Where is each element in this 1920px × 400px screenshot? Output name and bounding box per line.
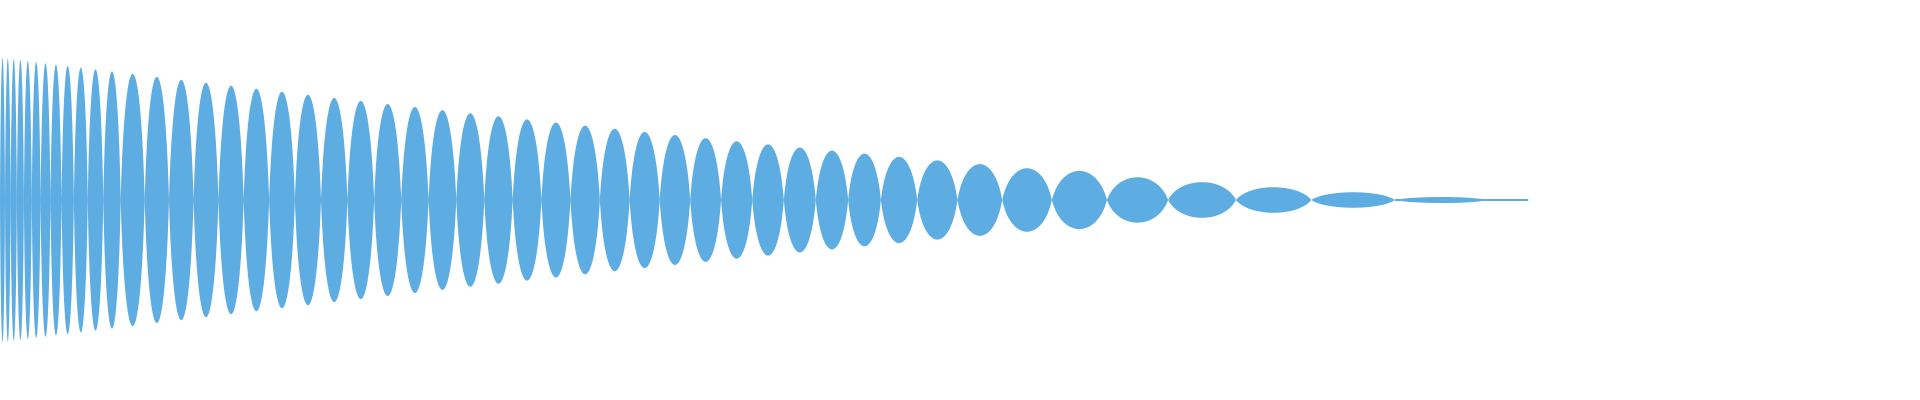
waveform-lobe (50, 64, 62, 336)
waveform-lobe (1002, 168, 1052, 232)
waveform-lobe (320, 97, 348, 303)
waveform-lobe (484, 116, 513, 284)
waveform-lobe (1235, 187, 1312, 213)
waveform-lobe (1168, 182, 1236, 218)
waveform-lobe (120, 73, 145, 327)
waveform-lobe (294, 94, 321, 306)
waveform-lobe (103, 71, 121, 329)
waveform-lobe (848, 153, 881, 247)
waveform-lobe (168, 79, 194, 321)
waveform-lobe (815, 150, 849, 250)
waveform-lobe (1311, 192, 1396, 208)
waveform-lobe (0, 57, 5, 343)
waveform-lobe (570, 125, 600, 275)
waveform-lobe (456, 113, 485, 287)
waveform-lobe (659, 135, 691, 265)
waveform-lobe (374, 103, 402, 297)
waveform-lobe (16, 60, 24, 340)
waveform-lobe (269, 91, 295, 309)
waveform-lobe (243, 88, 270, 312)
waveform-lobe (957, 164, 1003, 236)
waveform-lobe (193, 82, 219, 318)
waveform-lobe (144, 76, 169, 324)
waveform-lobe (783, 147, 816, 253)
waveform-lobe (10, 59, 17, 341)
waveform-lobe (23, 60, 32, 340)
waveform-lobe (5, 58, 11, 342)
waveform-lobe (401, 107, 429, 293)
waveform-lobe (599, 128, 630, 272)
waveform-lobe (880, 156, 918, 244)
waveform-lobe (1106, 177, 1169, 223)
waveform-lobe (752, 144, 784, 256)
waveform-lobes (0, 57, 1530, 343)
waveform-lobe (73, 67, 88, 333)
waveform-lobe (917, 160, 958, 240)
waveform-lobe (1051, 170, 1107, 230)
waveform-lobe (541, 122, 571, 278)
waveform-lobe (40, 63, 51, 337)
waveform-lobe (512, 119, 542, 281)
waveform-lobe (218, 85, 244, 315)
waveform-lobe (690, 138, 722, 262)
waveform-lobe (428, 110, 457, 290)
waveform-lobe (87, 69, 104, 331)
waveform-lobe (347, 100, 375, 300)
waveform-lobe (61, 65, 74, 335)
waveform-lobe (721, 141, 753, 259)
waveform-lobe (629, 131, 660, 269)
waveform-lobe (31, 62, 41, 338)
